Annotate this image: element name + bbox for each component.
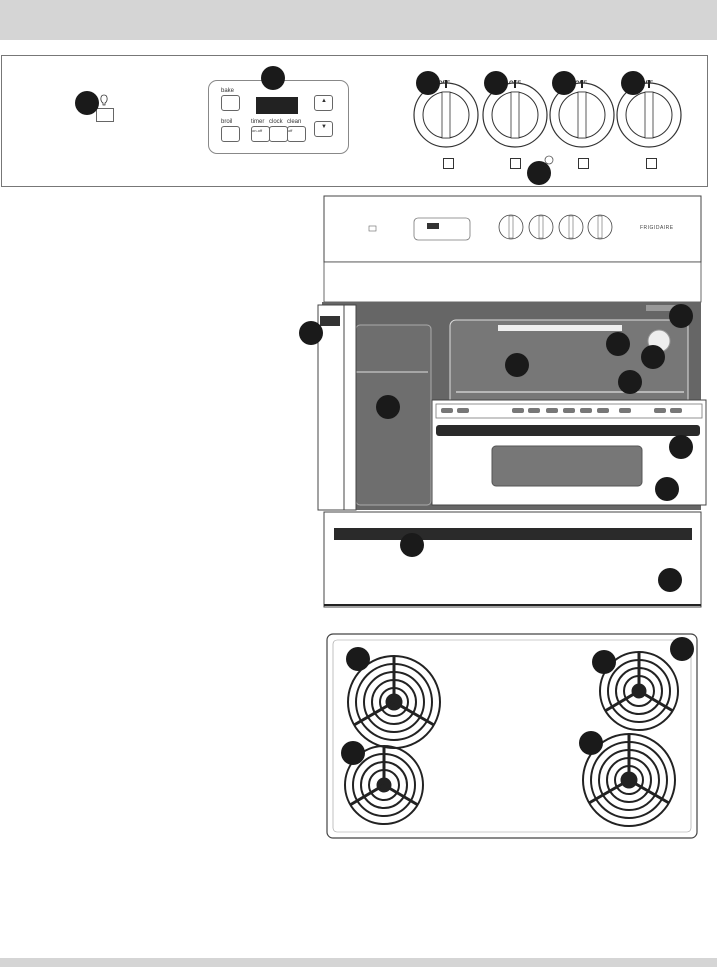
callout-marker: [641, 345, 665, 369]
callout-marker: [416, 71, 440, 95]
bake-key-label: bake: [221, 88, 235, 94]
callout-marker: [346, 647, 370, 671]
header-bar: [0, 0, 717, 40]
callout-marker: [341, 741, 365, 765]
surface-knob-3: [549, 80, 615, 148]
element-indicator-left-front-icon: [443, 158, 454, 169]
surface-knob-1: [413, 80, 479, 148]
electronic-oven-control: bake ▲ broil timer on-off clock clean of…: [208, 80, 349, 154]
broil-element: [498, 325, 622, 331]
drawer-handle: [334, 528, 692, 540]
callout-marker: [75, 91, 99, 115]
callout-marker: [505, 353, 529, 377]
coil-element-right-rear: [599, 651, 679, 731]
callout-marker: [658, 568, 682, 592]
callout-marker: [655, 477, 679, 501]
broil-key-label: broil: [221, 119, 233, 125]
element-indicator-right-rear-icon: [578, 158, 589, 169]
timer-key-sublabel: on-off: [252, 128, 263, 133]
clock-key-label: clock: [269, 119, 283, 125]
range-backguard: [323, 195, 702, 303]
coil-element-left-front: [344, 745, 424, 825]
light-bulb-icon: [100, 94, 108, 106]
callout-marker: [376, 395, 400, 419]
storage-drawer: [323, 511, 702, 608]
brand-logo-text: FRIGIDAIRE: [640, 225, 674, 231]
callout-marker: [606, 332, 630, 356]
callout-marker: [299, 321, 323, 345]
element-indicator-right-front-icon: [646, 158, 657, 169]
clean-key-label: clean: [287, 119, 302, 125]
bake-key: [221, 95, 240, 111]
clean-key-sublabel: off: [288, 128, 293, 133]
callout-marker: [621, 71, 645, 95]
oven-window: [491, 445, 643, 487]
up-arrow-icon: ▲: [321, 98, 327, 104]
callout-marker: [261, 66, 285, 90]
oven-door-edge: [317, 304, 347, 511]
coil-element-right-front: [582, 733, 676, 827]
callout-marker: [670, 637, 694, 661]
up-arrow-key: [314, 95, 333, 111]
hot-surface-indicator: [544, 155, 554, 165]
surface-knob-2: [482, 80, 548, 148]
element-indicator-left-rear-icon: [510, 158, 521, 169]
callout-marker: [552, 71, 576, 95]
callout-marker: [400, 533, 424, 557]
door-handle-side: [320, 316, 340, 326]
callout-marker: [527, 161, 551, 185]
oven-light-switch: [96, 108, 114, 122]
coil-element-left-rear: [347, 655, 441, 749]
callout-marker: [484, 71, 508, 95]
surface-knob-4: [616, 80, 682, 148]
footer-bar: [0, 958, 717, 967]
down-arrow-key: [314, 121, 333, 137]
callout-marker: [669, 304, 693, 328]
broil-key: [221, 126, 240, 142]
oven-display: [256, 97, 298, 114]
callout-marker: [579, 731, 603, 755]
callout-marker: [592, 650, 616, 674]
timer-key-label: timer: [251, 119, 265, 125]
callout-marker: [669, 435, 693, 459]
oven-door-handle: [436, 425, 700, 436]
callout-marker: [618, 370, 642, 394]
clean-key: [287, 126, 306, 142]
down-arrow-icon: ▼: [321, 124, 327, 130]
